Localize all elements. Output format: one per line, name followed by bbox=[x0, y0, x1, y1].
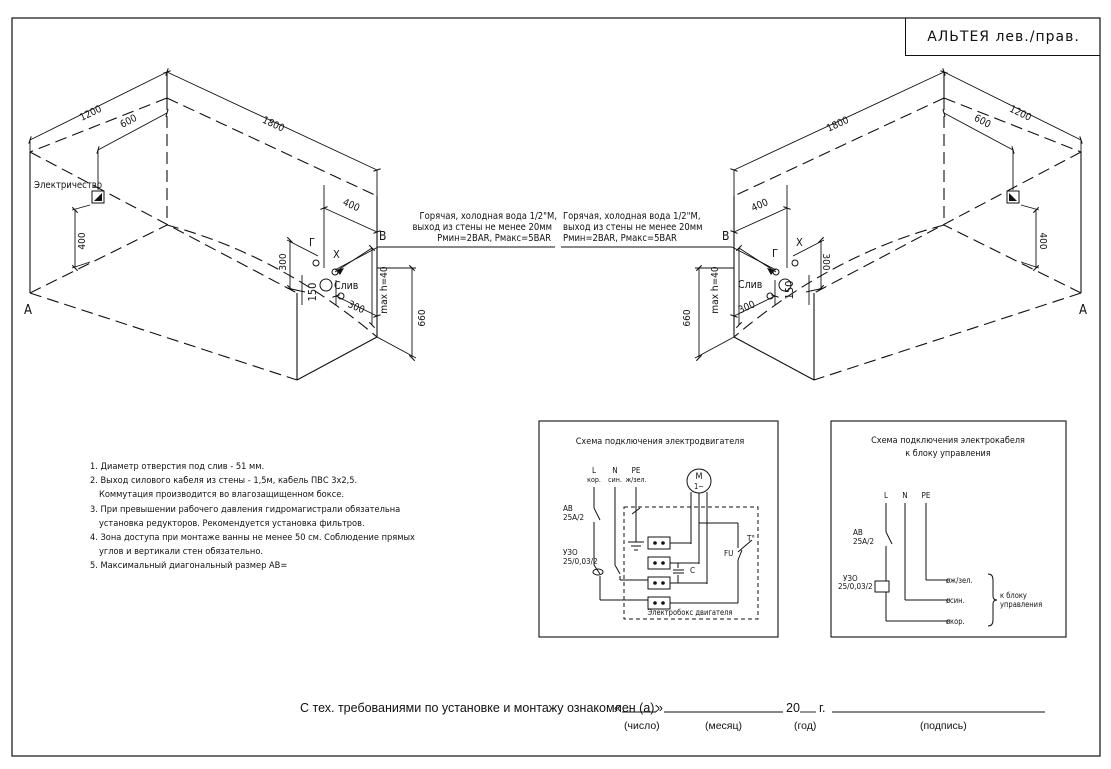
footer-statement: С тех. требованиями по установке и монта… bbox=[300, 701, 658, 715]
cable-scheme-title-2: к блоку управления bbox=[905, 448, 991, 459]
motor-n: N bbox=[612, 466, 617, 475]
motor-c: С bbox=[690, 566, 695, 575]
water-note-right-3: Рмин=2BAR, Рмакс=5BAR bbox=[563, 233, 677, 244]
footer-label-day: (число) bbox=[624, 720, 660, 732]
water-note-right-2: выход из стены не менее 20мм bbox=[563, 222, 703, 233]
dim-660-right: 660 bbox=[682, 309, 693, 326]
dim-maxh-right: max h=40 bbox=[710, 266, 721, 313]
footer-quote-close: » bbox=[656, 701, 663, 715]
water-note-left-1: Горячая, холодная вода 1/2"М, bbox=[420, 211, 558, 222]
dim-300-bottom-right: 300 bbox=[737, 299, 757, 316]
dim-maxh-left: max h=40 bbox=[379, 266, 390, 313]
motor-scheme-title: Схема подключения электродвигателя bbox=[576, 437, 745, 447]
cable-ab-rating: 25А/2 bbox=[853, 537, 874, 546]
note-item: Коммутация производится во влагозащищенн… bbox=[99, 489, 344, 501]
motor-wiring-scheme: Схема подключения электродвигателя L N P… bbox=[538, 420, 779, 638]
motor-box-label: Электробокс двигателя bbox=[648, 608, 733, 617]
dim-400-side-left: 400 bbox=[77, 232, 88, 249]
dim-400-side-right: 400 bbox=[1037, 232, 1048, 249]
cable-to-unit-2: управления bbox=[1000, 600, 1042, 609]
motor-symbol-sub: 1~ bbox=[694, 482, 704, 491]
footer-year-suffix: г. bbox=[819, 701, 826, 715]
label-x-left: Х bbox=[333, 248, 340, 261]
label-b-left: B bbox=[379, 229, 386, 243]
cable-ab: АВ bbox=[853, 528, 863, 537]
motor-uzo-rating: 25/0,03/2 bbox=[563, 557, 598, 566]
page-title: АЛЬТЕЯ лев./прав. bbox=[927, 29, 1080, 45]
label-drain-right: Слив bbox=[738, 279, 763, 291]
cable-wire-l: кор. bbox=[950, 617, 965, 626]
footer-label-year: (год) bbox=[794, 720, 817, 732]
footer-year-prefix: 20 bbox=[786, 701, 800, 715]
dim-150-left: 150 bbox=[306, 283, 319, 302]
cable-pe: PE bbox=[922, 491, 931, 500]
dim-300-bottom-left: 300 bbox=[346, 299, 366, 316]
title-box: АЛЬТЕЯ лев./прав. bbox=[905, 18, 1100, 56]
cable-wiring-scheme: Схема подключения электрокабеля к блоку … bbox=[830, 420, 1067, 638]
motor-ab-rating: 25А/2 bbox=[563, 513, 584, 522]
dim-1800-left: 1800 bbox=[260, 115, 286, 135]
footer-label-month: (месяц) bbox=[705, 720, 743, 732]
motor-pe: PE bbox=[632, 466, 641, 475]
motor-uzo: УЗО bbox=[563, 548, 578, 557]
dim-300-side-right: 300 bbox=[820, 253, 831, 270]
motor-l-sub: кор. bbox=[587, 476, 601, 484]
label-drain-left: Слив bbox=[334, 280, 359, 292]
dim-400-top-left: 400 bbox=[341, 197, 361, 214]
motor-l: L bbox=[592, 466, 596, 475]
dim-300-side-left: 300 bbox=[278, 253, 289, 270]
cable-l: L bbox=[884, 491, 888, 500]
water-note-left-3: Рмин=2BAR, Рмакс=5BAR bbox=[437, 233, 551, 244]
dim-600-right: 600 bbox=[972, 113, 993, 131]
motor-t: T° bbox=[746, 534, 755, 543]
cable-n: N bbox=[902, 491, 907, 500]
dim-150-right: 150 bbox=[783, 281, 796, 300]
note-item: углов и вертикали стен обязательно. bbox=[99, 546, 263, 558]
label-a-left: A bbox=[24, 303, 32, 318]
footer-label-sign: (подпись) bbox=[920, 720, 967, 732]
cable-uzo-rating: 25/0,03/2 bbox=[838, 582, 873, 591]
motor-ab: АВ bbox=[563, 504, 573, 513]
label-a-right: A bbox=[1079, 303, 1087, 318]
cable-scheme-title-1: Схема подключения электрокабеля bbox=[871, 435, 1025, 446]
motor-pe-sub: ж/зел. bbox=[625, 476, 646, 484]
dim-400-top-right: 400 bbox=[750, 197, 770, 214]
cable-wire-n: син. bbox=[950, 596, 965, 605]
note-item: 1. Диаметр отверстия под слив - 51 мм. bbox=[90, 461, 265, 472]
cable-uzo: УЗО bbox=[843, 574, 858, 583]
dim-600-left: 600 bbox=[119, 113, 140, 131]
notes-list: 1. Диаметр отверстия под слив - 51 мм. 2… bbox=[90, 460, 415, 574]
label-x-right: Х bbox=[796, 236, 803, 249]
svg-text:ø: ø bbox=[946, 617, 951, 626]
dim-660-left: 660 bbox=[417, 309, 428, 326]
note-item: 3. При превышении рабочего давления гидр… bbox=[90, 503, 401, 515]
note-item: 2. Выход силового кабеля из стены - 1,5м… bbox=[90, 475, 358, 487]
note-item: установка редукторов. Рекомендуется уста… bbox=[99, 517, 365, 529]
note-item: 5. Максимальный диагональный размер АВ= bbox=[90, 560, 288, 572]
dim-1200-right: 1200 bbox=[1007, 104, 1033, 124]
motor-n-sub: син. bbox=[608, 476, 622, 484]
motor-symbol: М bbox=[696, 472, 703, 482]
water-note-right-1: Горячая, холодная вода 1/2"М, bbox=[563, 211, 701, 222]
label-g-left: Г bbox=[309, 236, 315, 249]
motor-fu: FU bbox=[724, 549, 733, 558]
sheet-frame bbox=[11, 17, 1101, 757]
dim-1800-right: 1800 bbox=[825, 115, 851, 135]
water-note-left-2: выход из стены не менее 20мм bbox=[413, 222, 553, 233]
cable-wire-pe: ж/зел. bbox=[950, 576, 973, 585]
cable-to-unit-1: к блоку bbox=[1000, 591, 1027, 600]
label-electric: Электричество bbox=[34, 180, 102, 191]
label-b-right: B bbox=[722, 229, 729, 243]
note-item: 4. Зона доступа при монтаже ванны не мен… bbox=[90, 532, 415, 544]
label-g-right: Г bbox=[772, 247, 778, 260]
svg-text:ø: ø bbox=[946, 596, 951, 605]
dim-1200-left: 1200 bbox=[78, 104, 104, 124]
footer-quote-open: « bbox=[614, 701, 621, 715]
svg-text:ø: ø bbox=[946, 576, 951, 585]
